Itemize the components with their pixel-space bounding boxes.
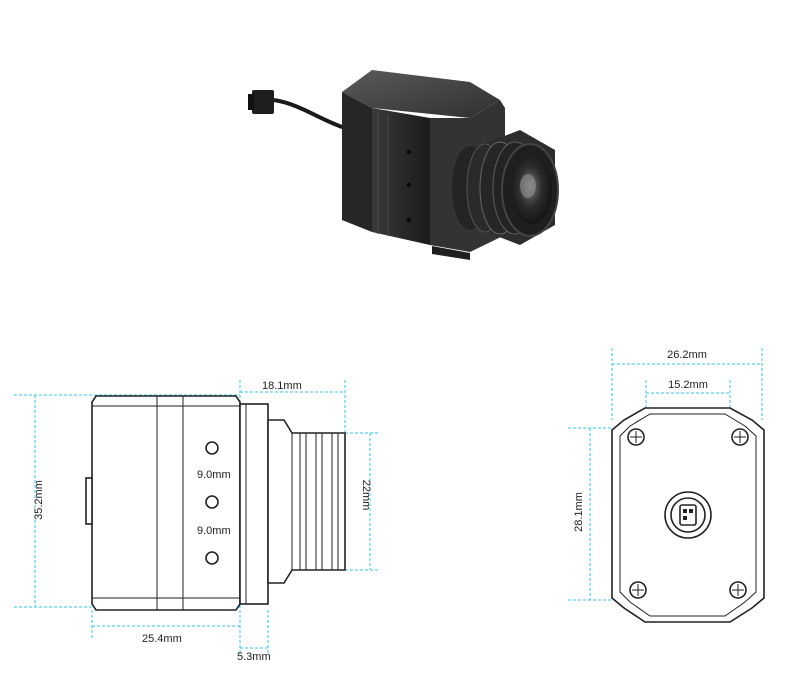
camera-body-front (372, 108, 430, 245)
connector-port-icon (664, 491, 712, 539)
side-connector-stub (85, 477, 93, 525)
hole-spacing-top-label: 9.0mm (197, 469, 231, 481)
camera-body-top (342, 70, 500, 118)
mount-hole (205, 551, 219, 565)
body-length-label: 25.4mm (142, 633, 182, 645)
cable (273, 98, 346, 130)
mount-hole (205, 495, 219, 509)
hole-spacing-bottom-label: 9.0mm (197, 525, 231, 537)
lens-length-label: 18.1mm (262, 380, 302, 392)
lens-render (452, 130, 559, 245)
front-view-drawing: 26.2mm 15.2mm 28.1mm (568, 348, 765, 623)
height-label: 35.2mm (33, 480, 45, 520)
mount-hole-render (406, 149, 412, 155)
screw-icon (731, 428, 749, 446)
mount-hole (205, 441, 219, 455)
inner-width-label: 15.2mm (668, 379, 708, 391)
lens-diameter-label: 22mm (360, 480, 372, 511)
flange-outline (239, 403, 269, 605)
connector-plug (252, 90, 274, 114)
mount-hole-render (406, 182, 412, 188)
side-view-drawing: 35.2mm 18.1mm 22mm 9.0mm 9.0mm 25.4mm 5.… (14, 380, 378, 663)
mount-hole-render (406, 217, 412, 223)
screw-icon (629, 581, 647, 599)
camera-render (248, 70, 559, 260)
screw-icon (729, 581, 747, 599)
screw-icon (627, 428, 645, 446)
width-label: 26.2mm (667, 349, 707, 361)
front-height-label: 28.1mm (573, 492, 585, 532)
flange-label: 5.3mm (237, 651, 271, 663)
side-body-outline (91, 395, 241, 611)
